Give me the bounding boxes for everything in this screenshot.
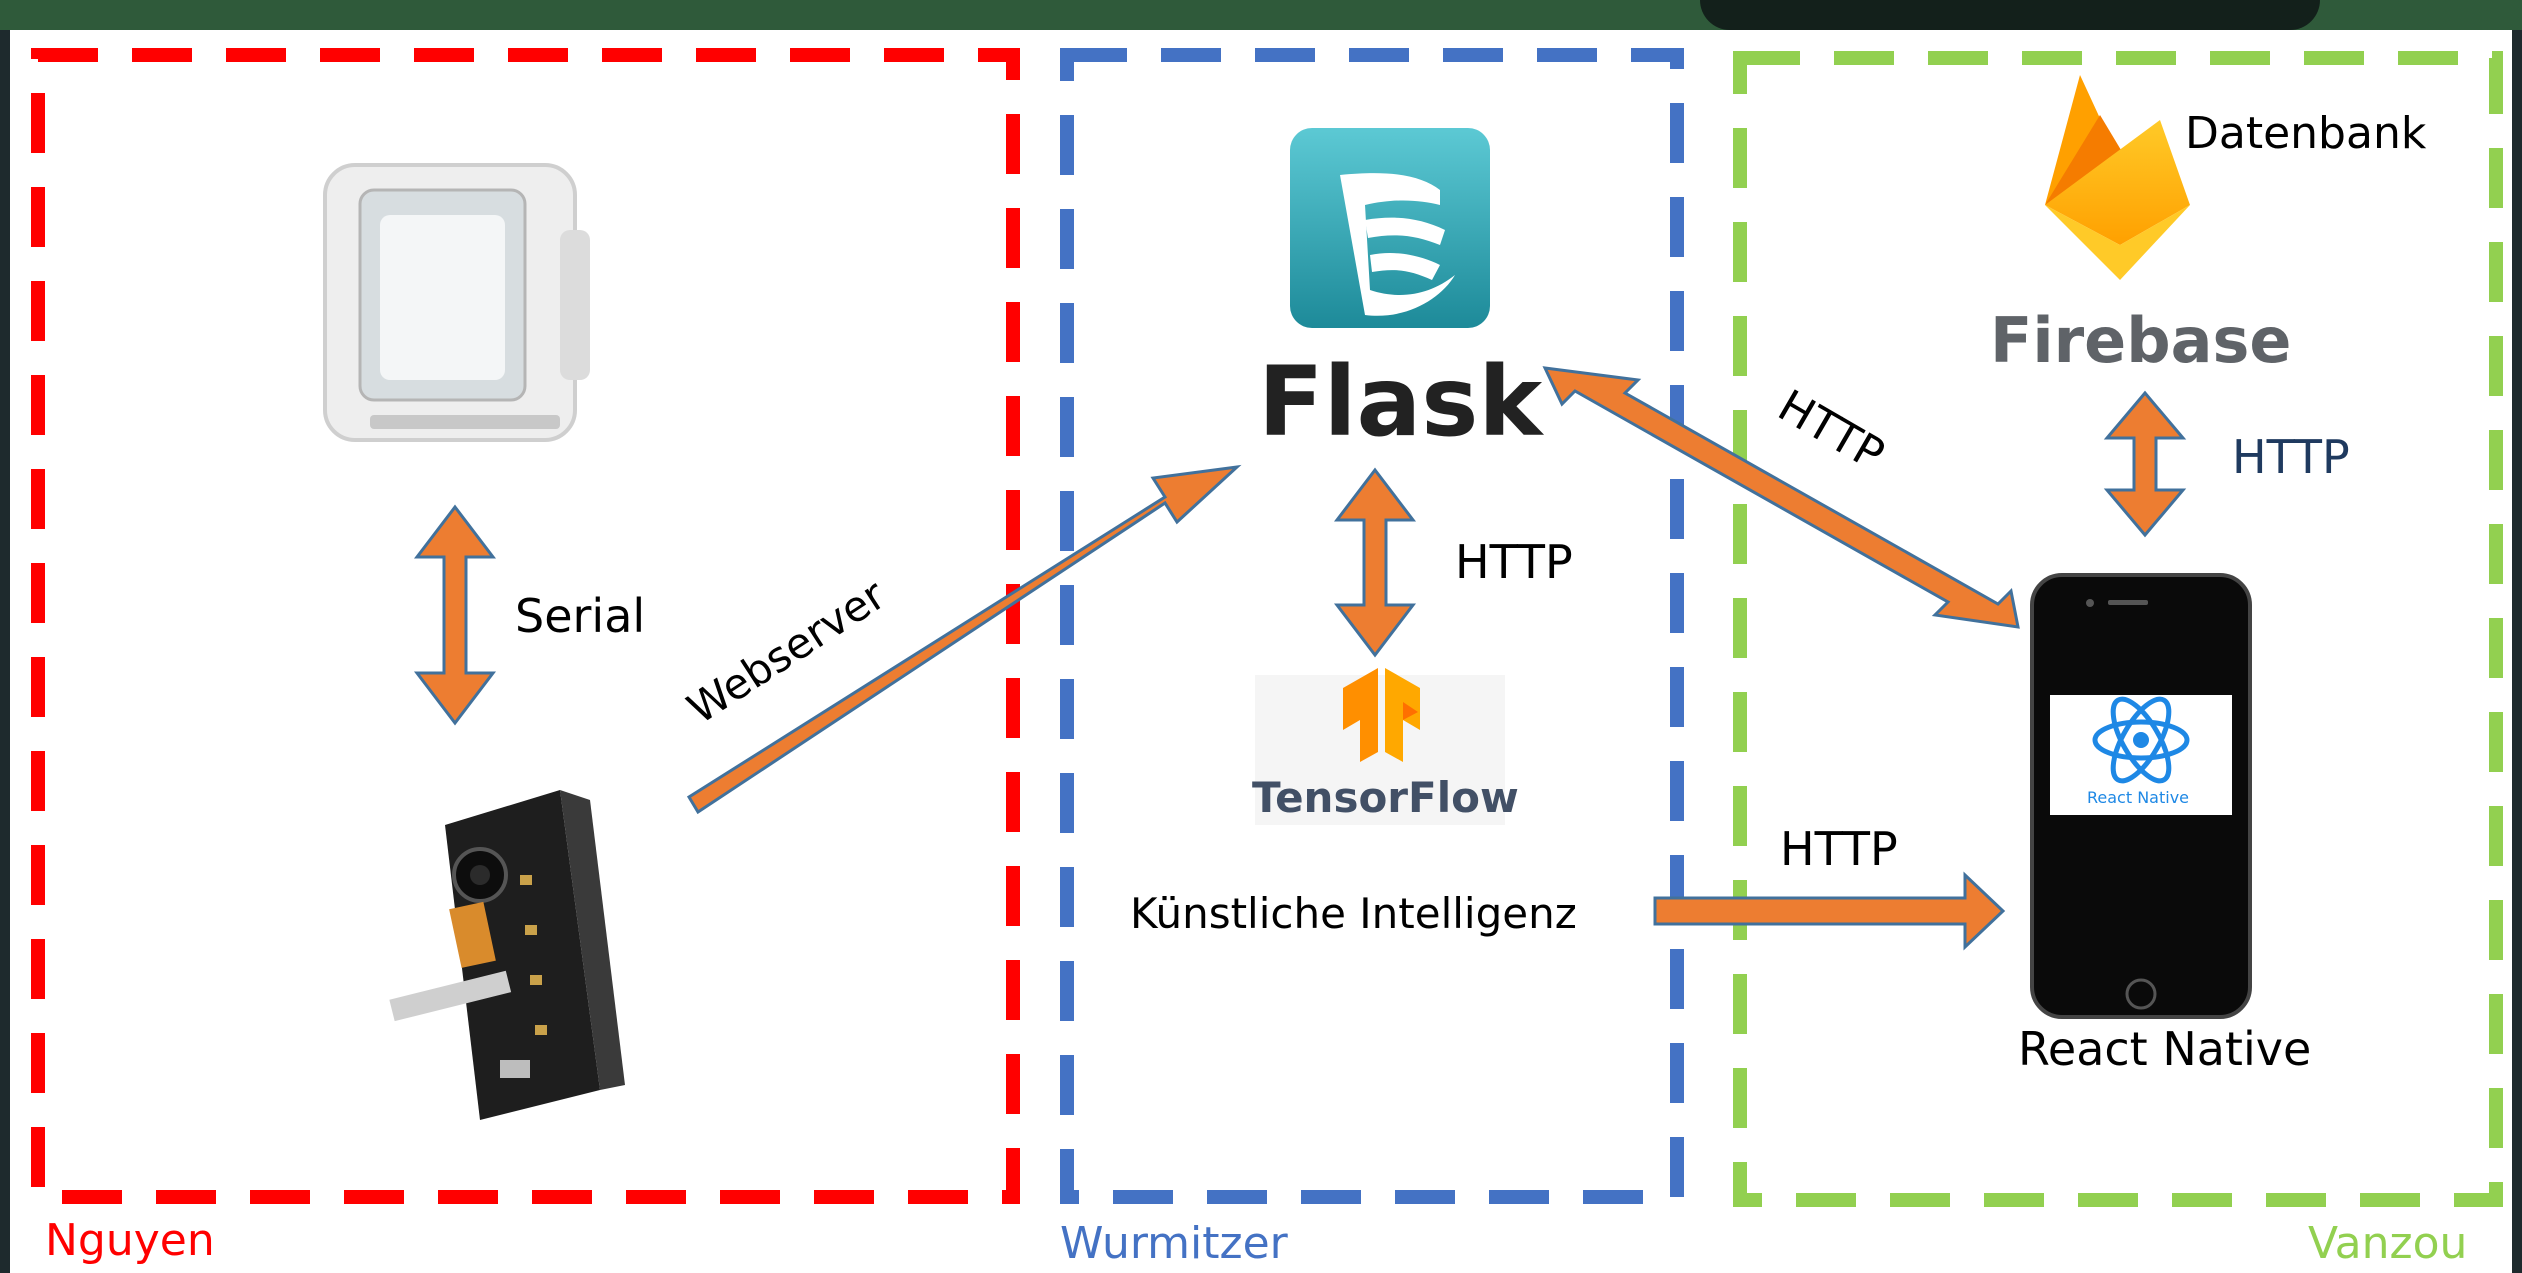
react-native-screen-label: React Native — [2087, 788, 2189, 807]
firebase-logo — [2045, 75, 2190, 280]
react-native-label: React Native — [2018, 1022, 2311, 1076]
esp-eye-board-image — [389, 790, 625, 1120]
tensorflow-wordmark: TensorFlow — [1252, 773, 1519, 822]
http-firebase-phone-label: HTTP — [2232, 430, 2350, 484]
region-box-vanzou — [1733, 51, 2503, 1207]
ki-phone-arrow — [1653, 871, 2006, 951]
cat-flap-image — [323, 163, 590, 442]
region-box-nguyen — [31, 48, 1020, 1204]
phone-image: React Native — [2030, 573, 2252, 1019]
owner-vanzou: Vanzou — [2308, 1218, 2467, 1269]
webserver-label: Webserver — [679, 570, 895, 734]
owner-wurmitzer: Wurmitzer — [1060, 1218, 1289, 1269]
http-ki-phone-label: HTTP — [1780, 822, 1898, 876]
flask-tensorflow-double-arrow — [1333, 467, 1417, 658]
flask-logo — [1290, 128, 1490, 328]
firebase-phone-double-arrow — [2103, 390, 2187, 538]
flask-wordmark: Flask — [1258, 346, 1544, 458]
owner-nguyen: Nguyen — [45, 1215, 215, 1266]
serial-label: Serial — [515, 589, 645, 643]
slide-top-border — [0, 0, 2522, 30]
serial-double-arrow — [413, 504, 497, 726]
http-flask-phone-label: HTTP — [1770, 380, 1893, 480]
flask-phone-double-arrow — [1542, 366, 2020, 629]
http-flask-tensorflow-label: HTTP — [1455, 535, 1573, 589]
react-logo-icon — [2092, 696, 2190, 784]
webserver-arrow — [686, 464, 1242, 815]
firebase-wordmark: Firebase — [1990, 304, 2291, 377]
ki-label: Künstliche Intelligenz — [1130, 889, 1577, 938]
tensorflow-logo — [1255, 668, 1505, 825]
datenbank-label: Datenbank — [2185, 108, 2427, 159]
region-box-wurmitzer — [1060, 48, 1684, 1204]
